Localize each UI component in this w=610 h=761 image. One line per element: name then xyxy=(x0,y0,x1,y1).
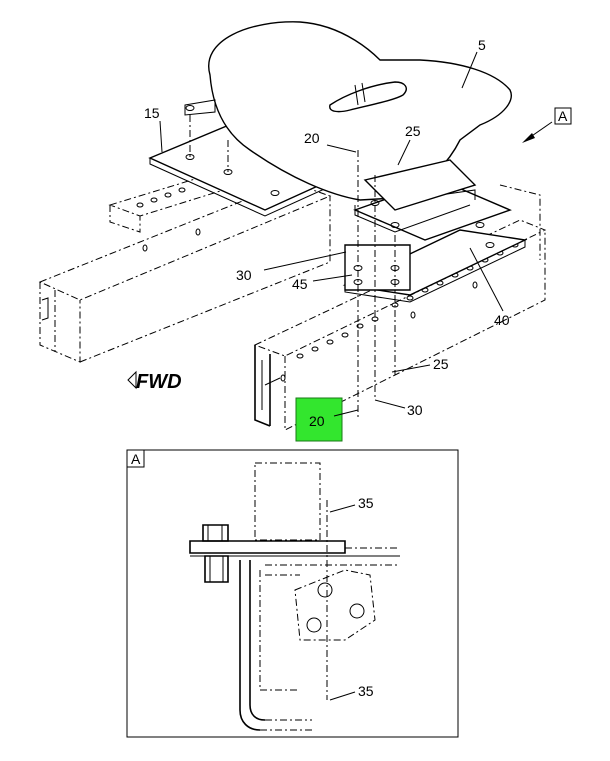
callout-20-top: 20 xyxy=(304,130,320,146)
view-reference: A xyxy=(522,107,572,143)
fifth-wheel-plate xyxy=(184,21,512,233)
callout-45: 45 xyxy=(292,276,308,292)
view-arrow-icon xyxy=(522,133,535,143)
leader-lines xyxy=(159,51,504,409)
highlighted-callout-20[interactable]: 20 xyxy=(295,397,359,442)
left-rail-holes xyxy=(136,187,201,252)
callout-25-bottom: 25 xyxy=(433,356,449,372)
callout-30-left: 30 xyxy=(236,267,252,283)
fwd-label: FWD xyxy=(136,371,182,393)
callout-25-top: 25 xyxy=(405,123,421,139)
spacer-plates xyxy=(344,244,411,291)
callout-15: 15 xyxy=(144,105,160,121)
forward-indicator: FWD xyxy=(127,370,182,393)
detail-view-label: A xyxy=(131,451,141,467)
callout-35-bottom: 35 xyxy=(358,683,374,699)
detail-view-a: A xyxy=(126,449,459,738)
bolt-center-lines xyxy=(189,115,396,420)
fwd-arrow-icon xyxy=(127,370,137,390)
callout-40: 40 xyxy=(494,312,510,328)
callout-35-top: 35 xyxy=(358,495,374,511)
callout-20-highlight: 20 xyxy=(309,413,325,429)
view-ref-label: A xyxy=(558,108,568,124)
callout-5: 5 xyxy=(478,37,486,53)
callout-30-bottom: 30 xyxy=(407,402,423,418)
